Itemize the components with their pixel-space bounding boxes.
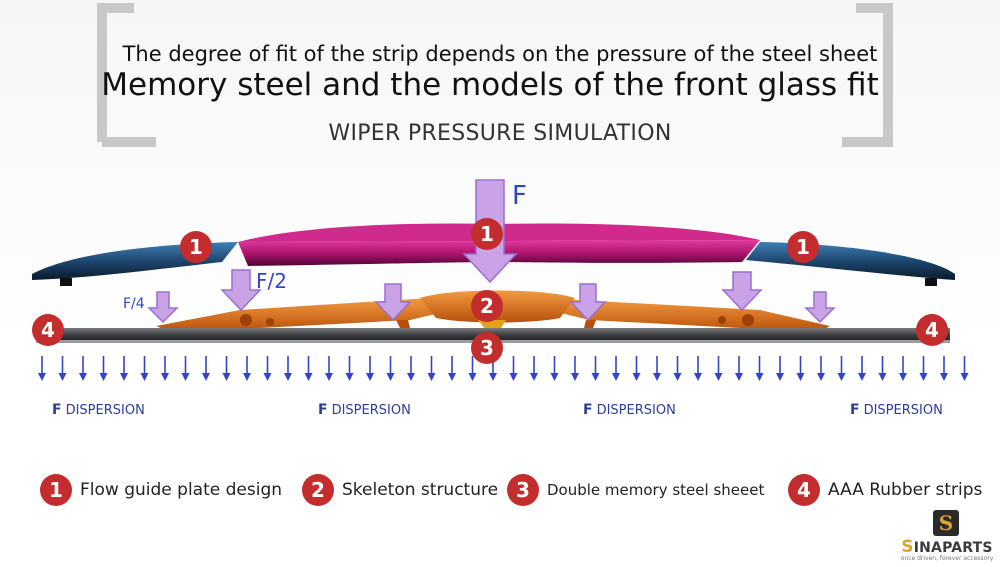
dispersion-arrow <box>366 356 374 381</box>
dispersion-arrow <box>612 356 620 381</box>
dispersion-arrow <box>325 356 333 381</box>
force-arrow-mid-left <box>374 283 412 322</box>
legend-number: 2 <box>302 474 334 506</box>
dispersion-arrow <box>796 356 805 381</box>
svg-text:4: 4 <box>41 318 55 342</box>
svg-text:4: 4 <box>925 318 939 342</box>
svg-text:1: 1 <box>189 235 203 259</box>
dispersion-arrow <box>38 356 46 381</box>
dispersion-arrow <box>858 356 866 381</box>
dispersion-arrow <box>284 356 292 381</box>
legend-item-memory-steel: 3 Double memory steel sheeet <box>507 470 764 510</box>
svg-text:1: 1 <box>796 235 810 259</box>
force-label-total: F <box>512 181 527 211</box>
dispersion-arrows <box>38 356 969 381</box>
skeleton-right <box>540 298 830 332</box>
dispersion-arrow <box>345 356 354 381</box>
wiper-diagram: F F/2 F/4 1 1 1 2 3 4 4 <box>32 179 969 381</box>
dispersion-arrow <box>694 356 702 381</box>
legend-label: Flow guide plate design <box>80 480 283 500</box>
dispersion-arrow <box>673 356 682 381</box>
dispersion-arrow <box>714 356 723 381</box>
force-arrow-half-left <box>220 269 262 312</box>
force-arrow-half-right <box>721 271 763 312</box>
dispersion-arrow <box>940 356 948 381</box>
svg-text:1: 1 <box>480 222 494 246</box>
dispersion-arrow <box>509 356 518 381</box>
dispersion-arrow <box>99 356 108 381</box>
dispersion-arrow <box>263 356 272 381</box>
legend-label: Double memory steel sheeet <box>547 481 765 499</box>
force-arrow-quarter-right <box>804 291 836 324</box>
dispersion-arrow <box>591 356 600 381</box>
dispersion-arrow <box>571 356 579 381</box>
dispersion-arrow <box>919 356 928 381</box>
marker-4-left-strip: 4 <box>32 314 64 346</box>
header-subtitle: The degree of fit of the strip depends o… <box>122 42 878 66</box>
marker-2-skeleton: 2 <box>471 290 503 322</box>
marker-3-steel: 3 <box>471 332 503 364</box>
sinaparts-logo: S SINAPARTS once driven, forever accesso… <box>897 510 997 565</box>
marker-4-right-strip: 4 <box>916 314 948 346</box>
dispersion-arrow <box>120 356 128 381</box>
dispersion-arrow <box>386 356 395 381</box>
dispersion-arrow <box>407 356 415 381</box>
dispersion-arrow <box>530 356 538 381</box>
svg-text:3: 3 <box>480 336 494 360</box>
force-label-quarter: F/4 <box>123 296 145 312</box>
dispersion-arrow <box>181 356 190 381</box>
dispersion-arrow <box>632 356 641 381</box>
dispersion-arrow <box>222 356 231 381</box>
force-label-half: F/2 <box>256 269 287 293</box>
legend-number: 1 <box>40 474 72 506</box>
logo-tagline: once driven, forever accessory <box>900 555 994 562</box>
legend-item-rubber: 4 AAA Rubber strips <box>788 470 982 510</box>
dispersion-arrow <box>776 356 784 381</box>
logo-mark: S <box>933 510 959 536</box>
dispersion-arrow <box>878 356 887 381</box>
simulation-label: WIPER PRESSURE SIMULATION <box>328 121 672 146</box>
dispersion-arrow <box>448 356 456 381</box>
dispersion-arrow <box>817 356 825 381</box>
force-arrow-quarter-left <box>147 291 179 324</box>
dispersion-arrow <box>161 356 169 381</box>
marker-1-right-spoiler: 1 <box>787 231 819 263</box>
svg-text:2: 2 <box>480 294 494 318</box>
legend-label: Skeleton structure <box>342 480 499 500</box>
dispersion-arrow <box>58 356 67 381</box>
dispersion-arrow <box>468 356 477 381</box>
logo-name: SINAPARTS <box>901 537 993 557</box>
skeleton-left <box>156 298 452 332</box>
dispersion-arrow <box>304 356 313 381</box>
legend-item-skeleton: 2 Skeleton structure <box>302 470 498 510</box>
dispersion-arrow <box>960 356 969 381</box>
legend-number: 4 <box>788 474 820 506</box>
legend-label: AAA Rubber strips <box>828 480 983 500</box>
header-title: Memory steel and the models of the front… <box>101 67 879 103</box>
dispersion-arrow <box>899 356 907 381</box>
legend-number: 3 <box>507 474 539 506</box>
dispersion-arrow <box>837 356 846 381</box>
dispersion-arrow <box>79 356 87 381</box>
marker-1-center-spoiler: 1 <box>471 218 503 250</box>
dispersion-arrow <box>140 356 149 381</box>
dispersion-arrow <box>735 356 743 381</box>
dispersion-arrow <box>653 356 661 381</box>
dispersion-arrow <box>202 356 210 381</box>
dispersion-arrow <box>550 356 559 381</box>
dispersion-arrow <box>243 356 251 381</box>
legend-item-flow-guide: 1 Flow guide plate design <box>40 470 282 510</box>
dispersion-arrow <box>755 356 764 381</box>
dispersion-arrow <box>427 356 436 381</box>
force-arrow-mid-right <box>569 283 607 322</box>
marker-1-left-spoiler: 1 <box>180 231 212 263</box>
header-frame <box>96 2 894 148</box>
right-spoiler <box>746 242 955 280</box>
